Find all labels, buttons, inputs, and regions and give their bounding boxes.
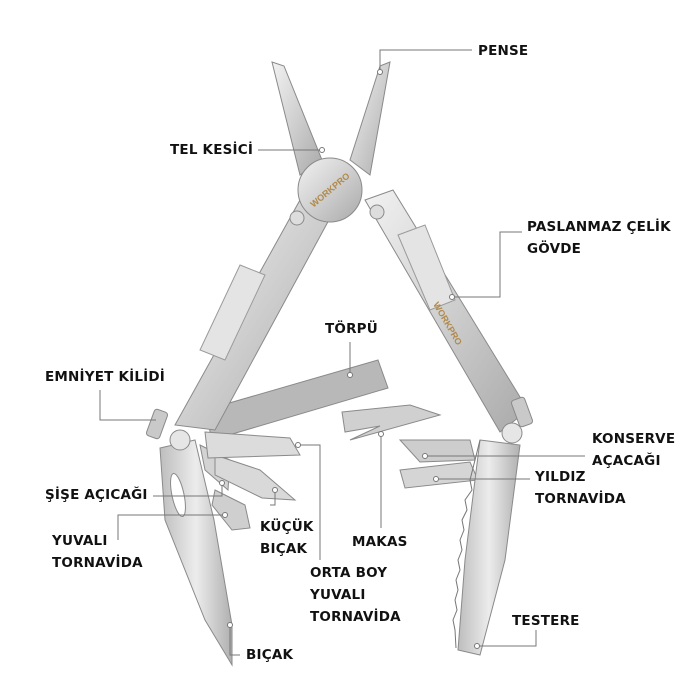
label-govde-line1: PASLANMAZ ÇELİK: [527, 219, 671, 235]
leader-dots: [219, 69, 480, 649]
label-bicak: BIÇAK: [246, 647, 294, 663]
label-orta-boy-tornavida: ORTA BOY YUVALI TORNAVİDA: [310, 562, 401, 628]
label-yildiz-tornavida: YILDIZ TORNAVİDA: [535, 466, 626, 510]
can-opener: [398, 439, 476, 463]
label-orta-line3: TORNAVİDA: [310, 609, 401, 625]
label-govde: PASLANMAZ ÇELİK GÖVDE: [527, 216, 671, 260]
scissors: [341, 404, 442, 441]
label-konserve-line1: KONSERVE: [592, 431, 676, 447]
plier-jaw-left: [271, 61, 323, 176]
label-emniyet-kilidi: EMNİYET KİLİDİ: [45, 369, 166, 385]
lock-pivot-left: [169, 429, 191, 451]
label-govde-line2: GÖVDE: [527, 241, 582, 257]
label-yildiz-line2: TORNAVİDA: [535, 491, 626, 507]
label-orta-line1: ORTA BOY: [310, 565, 388, 581]
pivot-head: [297, 157, 363, 223]
label-sise-acicagi: ŞİŞE AÇICAĞI: [45, 487, 148, 503]
leader-lines: [99, 49, 585, 656]
small-knife: [214, 454, 297, 501]
label-yuvali-line2: TORNAVİDA: [52, 555, 143, 571]
label-yuvali-tornavida: YUVALI TORNAVİDA: [52, 530, 143, 574]
label-yuvali-line1: YUVALI: [52, 533, 108, 549]
plier-jaw-right: [349, 61, 391, 176]
label-testere: TESTERE: [512, 613, 580, 629]
label-kucuk-bicak: KÜÇÜK BIÇAK: [260, 516, 314, 560]
label-konserve-acacagi: KONSERVE AÇACAĞI: [592, 428, 675, 472]
file-tool: [204, 359, 389, 441]
label-pense: PENSE: [478, 43, 529, 59]
lock-pivot-right: [501, 422, 523, 444]
label-torpu: TÖRPÜ: [325, 321, 378, 337]
label-kucuk-line1: KÜÇÜK: [260, 519, 314, 535]
label-makas: MAKAS: [352, 534, 408, 550]
saw-blade: [457, 439, 521, 656]
label-konserve-line2: AÇACAĞI: [592, 453, 661, 469]
label-tel-kesici: TEL KESİCİ: [170, 142, 254, 158]
slotted-screwdriver: [211, 489, 251, 531]
label-kucuk-line2: BIÇAK: [260, 541, 308, 557]
label-yildiz-line1: YILDIZ: [535, 469, 586, 485]
label-orta-line2: YUVALI: [310, 587, 366, 603]
phillips-screwdriver: [399, 461, 479, 489]
medium-screwdriver: [204, 431, 301, 459]
